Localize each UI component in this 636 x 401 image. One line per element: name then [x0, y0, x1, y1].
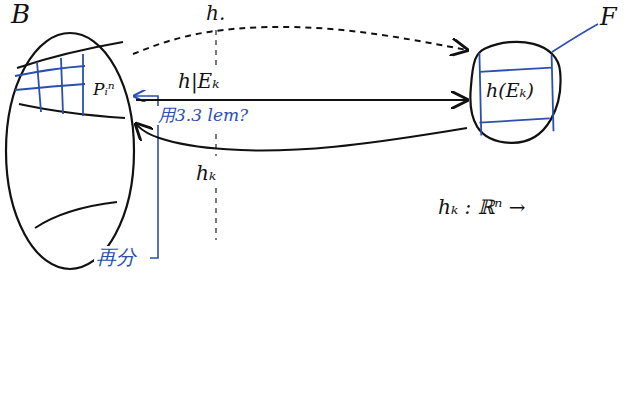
edge-label: 用3.3 lem?: [156, 106, 250, 125]
edge-label: h|Eₖ: [176, 70, 222, 92]
dashed-map-arrow: [133, 27, 467, 54]
set-name: B: [9, 0, 32, 29]
note-label: 再分: [94, 246, 138, 268]
set-name: F: [598, 4, 619, 30]
note-label: hₖ: [194, 162, 218, 184]
ellipse-outline: [5, 32, 135, 270]
point-label: Pᵢⁿ: [91, 80, 117, 99]
dashed-guide: [215, 30, 216, 240]
leader-line: [134, 96, 158, 258]
edge-label: h.: [204, 2, 227, 24]
map-arrow: [136, 99, 467, 101]
leader-line: [552, 24, 598, 52]
region-ellipse: BPᵢⁿ: [5, 32, 135, 270]
map-arrow: [136, 124, 467, 150]
image-blob: Fh(Eₖ): [468, 40, 563, 146]
note-label: hₖ : ℝⁿ →: [436, 196, 527, 218]
point-label: h(Eₖ): [484, 80, 536, 101]
